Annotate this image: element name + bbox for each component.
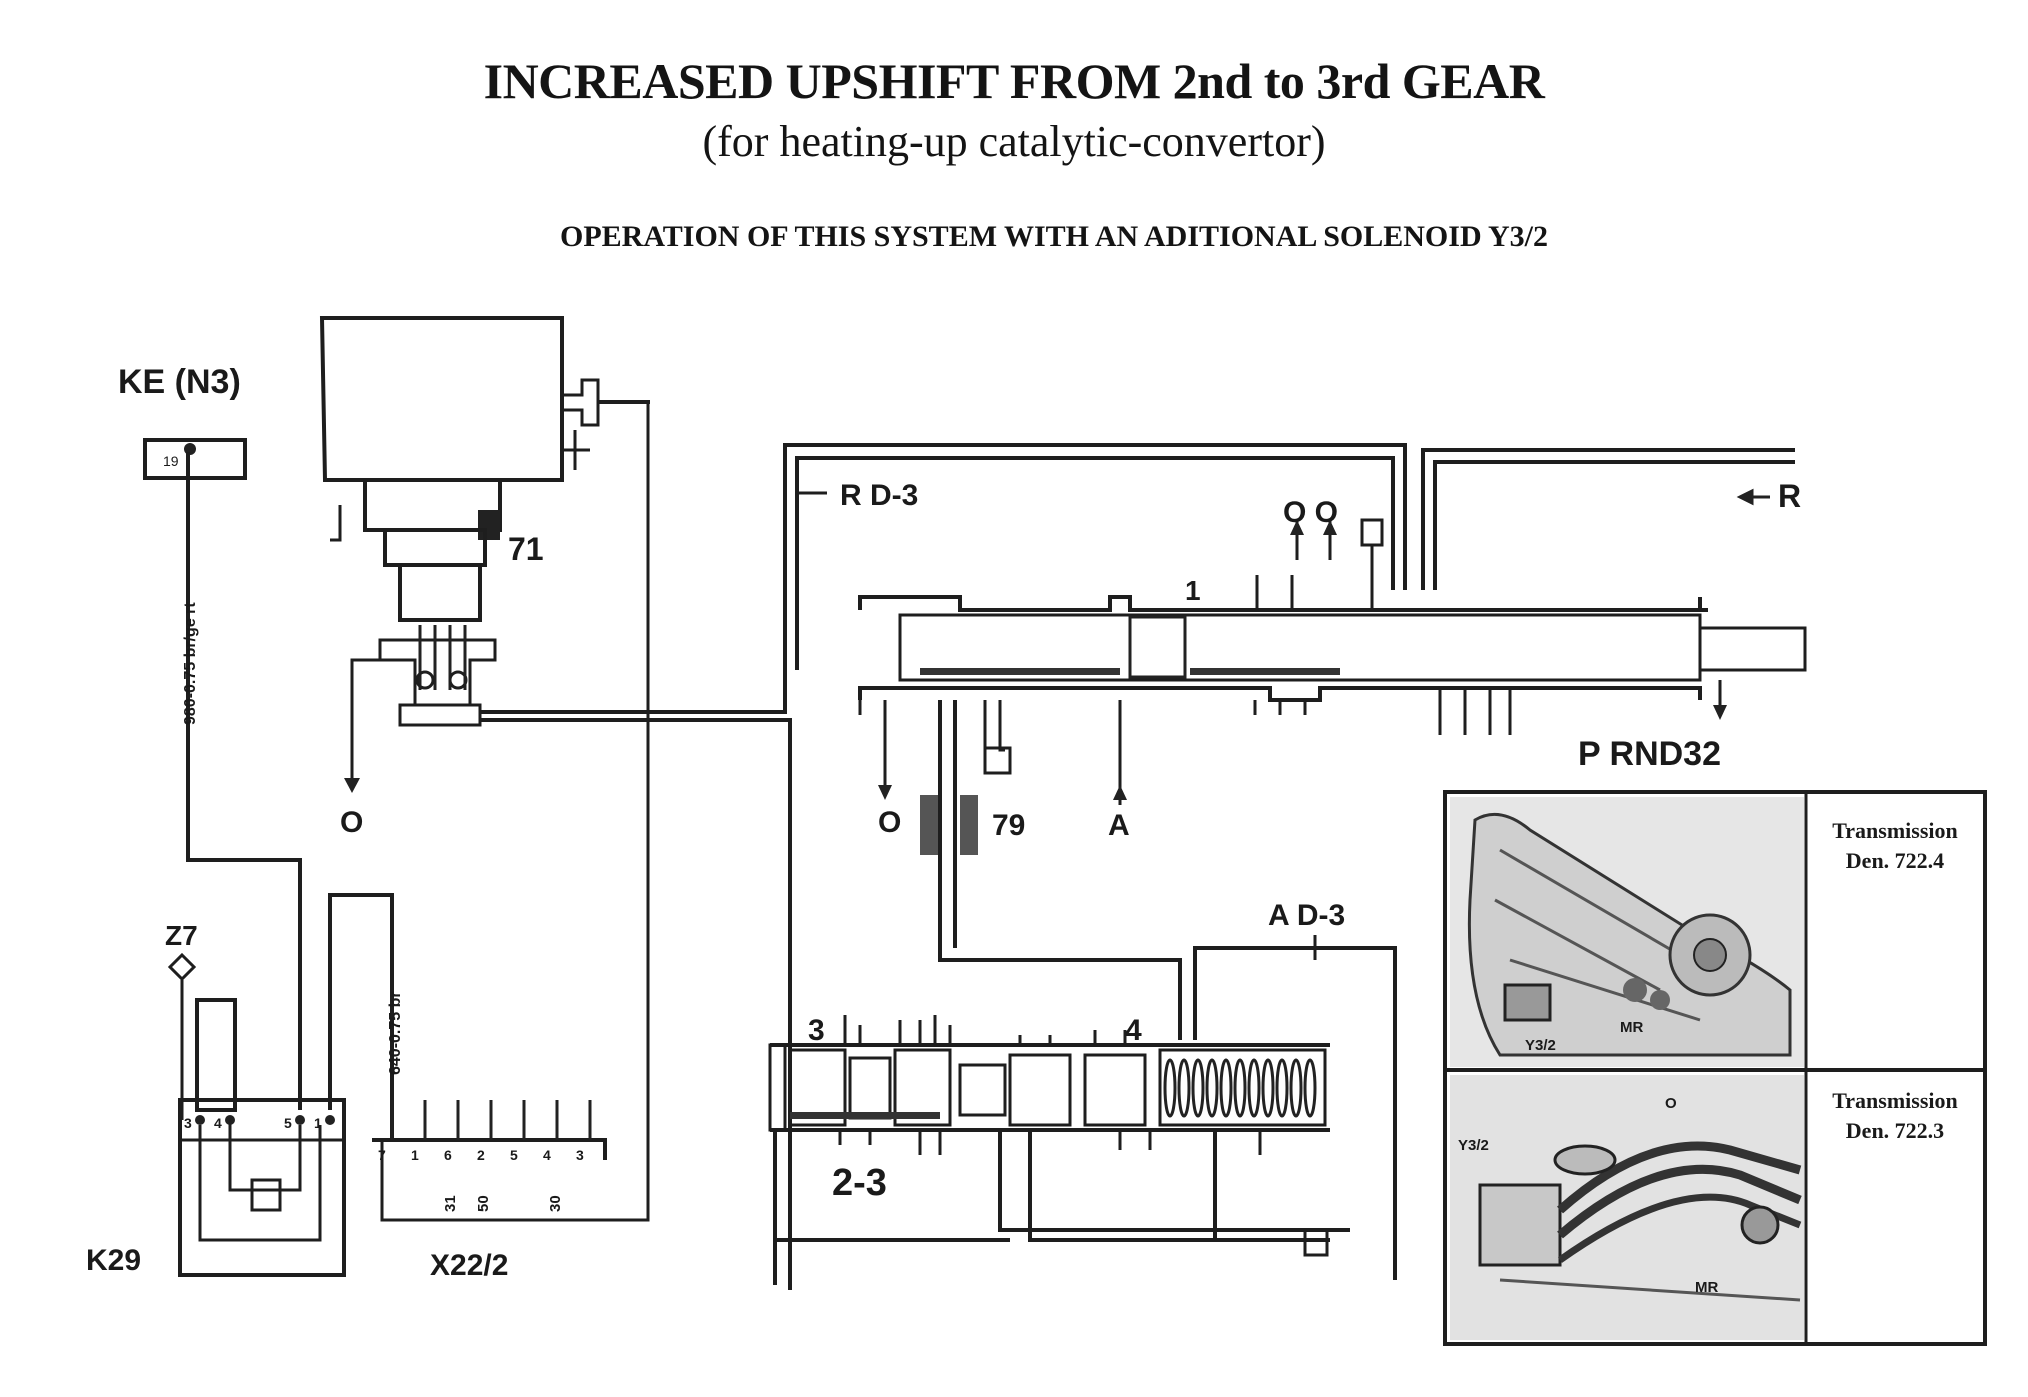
shift-valve-label: 2-3 xyxy=(832,1162,887,1204)
wire-ke-k29 xyxy=(186,452,302,1110)
valve-4-marker: 4 xyxy=(1125,1014,1142,1047)
wire-k29-x22 xyxy=(328,893,394,1140)
selector-positions-label: P RND32 xyxy=(1578,735,1721,773)
exhaust-lower-label: O xyxy=(878,806,901,839)
callout-bottom-y32: Y3/2 xyxy=(1458,1137,1489,1154)
valve-3-marker: 3 xyxy=(808,1014,825,1047)
k29-pin-label: 5 xyxy=(284,1115,292,1131)
k29-label: K29 xyxy=(86,1244,141,1277)
r-input-label: R xyxy=(1778,478,1801,514)
callout-top-mr: MR xyxy=(1620,1019,1643,1036)
inset-bottom-title-1: Transmission xyxy=(1832,1088,1958,1113)
inset-top-title-2: Den. 722.4 xyxy=(1846,848,1944,873)
damper-number: 79 xyxy=(992,809,1025,842)
r-arrow-icon xyxy=(1736,488,1770,506)
diagram-subtitle: (for heating-up catalytic-convertor) xyxy=(702,117,1326,166)
photo-722-4: Y3/2 MR xyxy=(1450,797,1804,1067)
ke-control-unit: KE (N3) 19 xyxy=(118,363,247,480)
relay-k29: Z7 3 4 5 1 K29 xyxy=(86,920,346,1277)
rd3-label: R D-3 xyxy=(840,479,918,512)
x22-pin-label: 4 xyxy=(543,1147,551,1163)
photo-722-3: Y3/2 O MR xyxy=(1450,1075,1804,1340)
line-solenoid-valve xyxy=(480,682,787,714)
spring-icon xyxy=(1163,1058,1317,1118)
z7-label: Z7 xyxy=(165,920,198,951)
solenoid-71: O 71 xyxy=(319,316,650,839)
diagram-caption: OPERATION OF THIS SYSTEM WITH AN ADITION… xyxy=(559,220,1548,253)
solenoid-number: 71 xyxy=(508,531,544,567)
x22-pin-label: 1 xyxy=(411,1147,419,1163)
a-label: A xyxy=(1108,809,1130,842)
callout-bottom-o: O xyxy=(1665,1095,1677,1112)
x22-pin-label: 3 xyxy=(576,1147,584,1163)
valve-1: O O 1 P RND32 O A xyxy=(858,496,1807,842)
x22-pin-label: 6 xyxy=(444,1147,452,1163)
wire-1-label: 980-0.75 br/ge rt xyxy=(182,602,199,725)
wire-2-label: 640-0.75 br xyxy=(387,991,404,1075)
ke-label: KE (N3) xyxy=(118,363,241,401)
inset-bottom-title-2: Den. 722.3 xyxy=(1846,1118,1944,1143)
k29-pin-label: 4 xyxy=(214,1115,222,1131)
callout-bottom-mr: MR xyxy=(1695,1279,1718,1296)
callout-top-y32: Y3/2 xyxy=(1525,1037,1556,1054)
k29-pin-label: 1 xyxy=(314,1115,322,1131)
x22-pin-label: 7 xyxy=(378,1147,386,1163)
valve-1-marker: 1 xyxy=(1185,575,1201,606)
damper-79: 79 xyxy=(920,700,1182,1040)
diagram-title: INCREASED UPSHIFT FROM 2nd to 3rd GEAR xyxy=(483,53,1545,109)
line-r-input xyxy=(1421,448,1795,590)
k29-pin-label: 3 xyxy=(184,1115,192,1131)
ke-pin-label: 19 xyxy=(163,453,179,469)
line-rd3: R D-3 xyxy=(783,443,1407,682)
top-exhausts-label: O O xyxy=(1283,496,1338,529)
z7-connector-icon xyxy=(167,952,197,982)
x22-label-31: 31 xyxy=(442,1195,459,1212)
x22-label-30: 30 xyxy=(547,1195,564,1212)
shift-valve-2-3: 3 4 2-3 xyxy=(768,1014,1350,1290)
x22-label: X22/2 xyxy=(430,1249,508,1282)
transmission-inset: Y3/2 MR Transmission Den. 722.4 Y3/2 O M… xyxy=(1443,790,1987,1346)
line-ad3: A D-3 xyxy=(1193,899,1397,1280)
x22-pin-label: 5 xyxy=(510,1147,518,1163)
x22-label-50: 50 xyxy=(475,1195,492,1212)
x22-pin-label: 2 xyxy=(477,1147,485,1163)
inset-top-title-1: Transmission xyxy=(1832,818,1958,843)
ad3-label: A D-3 xyxy=(1268,899,1345,932)
solenoid-exhaust-label: O xyxy=(340,806,363,839)
